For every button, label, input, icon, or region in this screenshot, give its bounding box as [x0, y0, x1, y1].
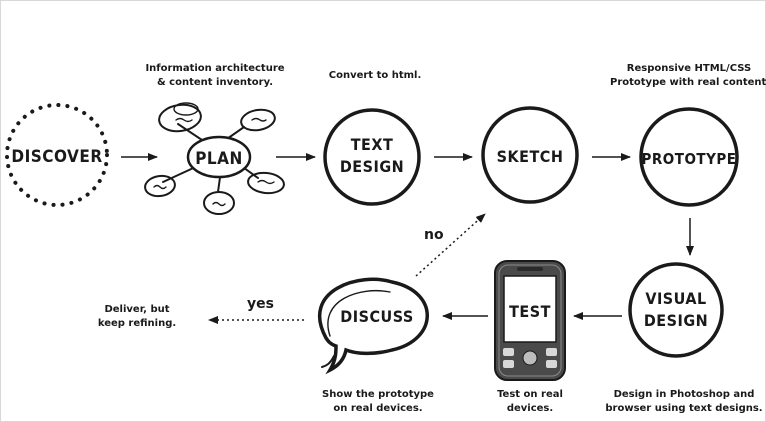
caption-test-line1: Test on real	[497, 389, 563, 400]
prototype-node: PROTOTYPE	[639, 107, 739, 207]
prototype-label: PROTOTYPE	[641, 150, 736, 168]
caption-deliver-line1: Deliver, but	[104, 304, 170, 315]
caption-discuss-line2: on real devices.	[333, 403, 423, 414]
caption-visual-design-line2: browser using text designs.	[605, 403, 763, 414]
phone-button	[546, 348, 557, 356]
caption-visual-design: Design in Photoshop and browser using te…	[604, 388, 764, 416]
caption-discuss: Show the prototype on real devices.	[316, 388, 440, 416]
edge-label-yes: yes	[247, 296, 274, 312]
caption-text-design-line1: Convert to html.	[328, 70, 422, 81]
caption-visual-design-line1: Design in Photoshop and	[613, 389, 755, 400]
text-design-label-line2: DESIGN	[340, 157, 404, 176]
caption-text-design: Convert to html.	[320, 69, 430, 83]
plan-node	[144, 102, 285, 215]
caption-deliver-line2: keep refining.	[97, 318, 177, 329]
discuss-node	[317, 277, 429, 375]
plan-bubble	[144, 174, 176, 198]
phone-button	[546, 360, 557, 368]
phone-home-button	[522, 350, 538, 366]
caption-prototype: Responsive HTML/CSS Prototype with real …	[610, 62, 766, 90]
caption-plan-line2: & content inventory.	[156, 77, 273, 88]
discover-node: DISCOVER	[5, 103, 109, 207]
speech-bubble-outline	[317, 277, 429, 375]
sketch-node: SKETCH	[481, 106, 579, 204]
arrow-discuss-to-sketch	[415, 213, 486, 277]
caption-test: Test on real devices.	[488, 388, 572, 416]
caption-discuss-line1: Show the prototype	[322, 389, 434, 400]
phone-screen	[503, 275, 557, 343]
text-design-label-line1: TEXT	[351, 135, 394, 154]
discover-label: DISCOVER	[11, 147, 102, 167]
caption-deliver: Deliver, but keep refining.	[94, 303, 180, 331]
caption-test-line2: devices.	[506, 403, 554, 414]
phone-speaker	[517, 267, 543, 271]
caption-plan: Information architecture & content inven…	[140, 62, 290, 90]
caption-prototype-line1: Responsive HTML/CSS	[626, 63, 752, 74]
plan-label: PLAN	[195, 149, 243, 169]
test-label: TEST	[509, 302, 551, 321]
sketch-label: SKETCH	[497, 147, 564, 166]
plan-bubble	[173, 102, 199, 116]
edge-label-no: no	[424, 227, 444, 243]
caption-prototype-line2: Prototype with real content.	[610, 77, 766, 88]
visual-design-node: VISUAL DESIGN	[628, 262, 724, 358]
plan-bubble	[247, 171, 285, 195]
phone-button	[503, 360, 514, 368]
text-design-node: TEXT DESIGN	[323, 108, 421, 206]
phone-button	[503, 348, 514, 356]
visual-design-label-line2: DESIGN	[644, 311, 708, 330]
test-phone-node: TEST	[494, 260, 566, 381]
caption-plan-line1: Information architecture	[145, 63, 285, 74]
plan-bubble	[240, 108, 276, 132]
visual-design-label-line1: VISUAL	[645, 289, 706, 308]
discuss-label: DISCUSS	[340, 307, 413, 326]
plan-center-ellipse	[186, 135, 252, 179]
plan-bubble	[203, 191, 235, 215]
